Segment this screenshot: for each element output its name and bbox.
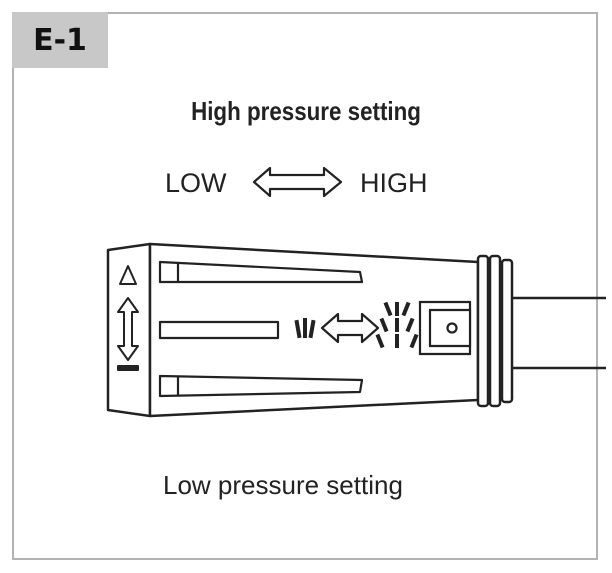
high-label: HIGH: [360, 168, 428, 198]
adjuster-hub: [418, 300, 472, 356]
spray-wide-icon: [375, 301, 419, 349]
vertical-double-arrow-icon: [117, 265, 139, 371]
high-pressure-title: High pressure setting: [191, 96, 421, 126]
spray-narrow-icon: [294, 318, 316, 339]
double-arrow-icon: [252, 166, 343, 198]
low-label: LOW: [165, 168, 227, 198]
low-pressure-caption: Low pressure setting: [163, 470, 403, 500]
nozzle-ribs: [158, 260, 364, 398]
figure-badge: E-1: [12, 12, 108, 68]
nozzle-body: [106, 242, 606, 418]
double-arrow-icon: [320, 312, 380, 344]
